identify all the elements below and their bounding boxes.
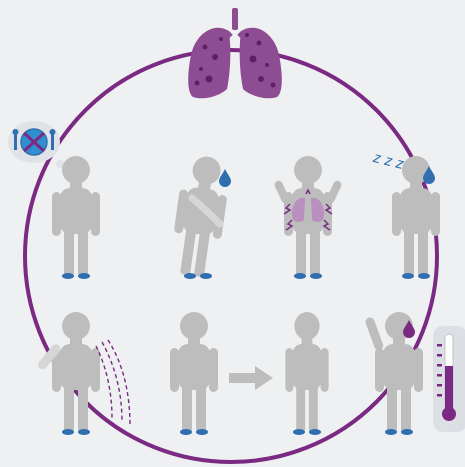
- thermometer-icon: [433, 326, 465, 432]
